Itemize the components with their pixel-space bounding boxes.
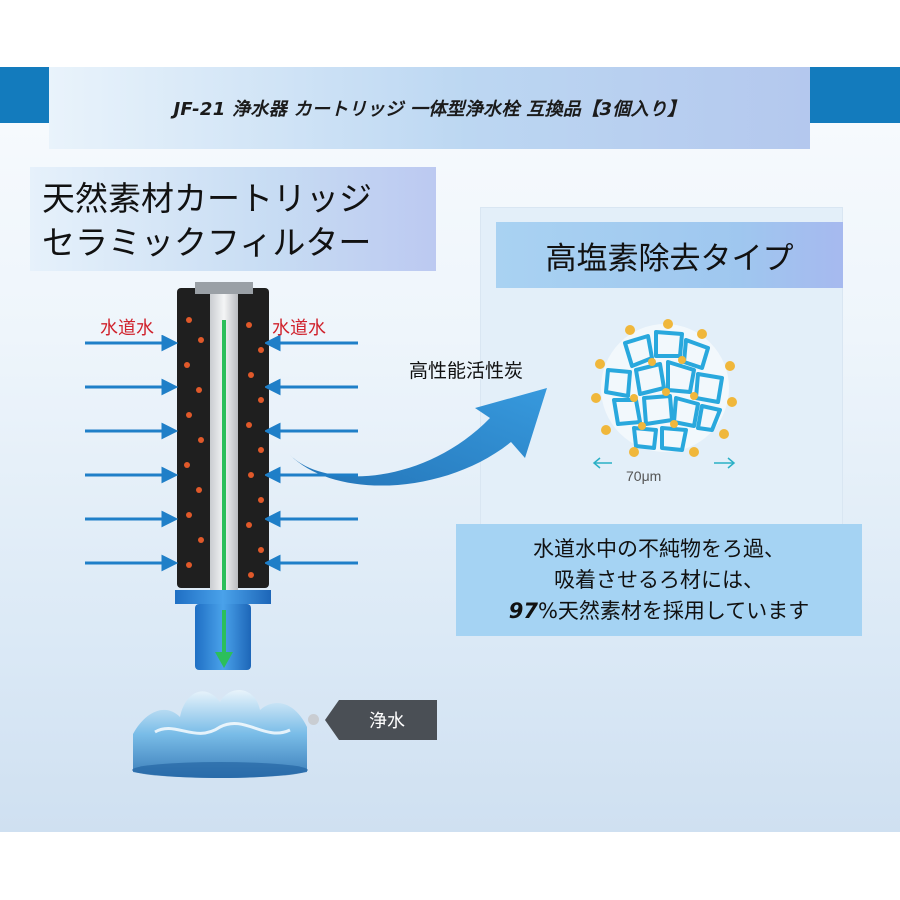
product-title: JF-21 浄水器 カートリッジ 一体型浄水栓 互換品【3個入り】 [173, 99, 686, 120]
filter-cartridge [175, 282, 271, 670]
type-badge-label: 高塩素除去タイプ [545, 240, 794, 277]
scale-arrow-icon [592, 457, 736, 469]
description-line-1: 水道水中の不純物をろ過、 [533, 536, 785, 561]
water-splash-icon [132, 690, 308, 778]
description-line-3: 97%天然素材を採用しています [509, 596, 810, 627]
description-percent: 97 [508, 598, 538, 623]
water-in-label-left: 水道水 [100, 318, 154, 339]
callout-dot [308, 714, 319, 725]
carbon-particle-icon [591, 319, 737, 457]
water-in-label-right: 水道水 [272, 318, 326, 339]
clean-water-label: 浄水 [369, 711, 405, 732]
description-line-2: 吸着させるろ材には、 [554, 567, 764, 592]
micron-scale-label: 70μm [626, 468, 662, 484]
description-box: 水道水中の不純物をろ過、 吸着させるろ材には、 97%天然素材を採用しています [456, 524, 862, 636]
type-badge: 高塩素除去タイプ [496, 222, 843, 288]
description-line-3-rest: %天然素材を採用しています [537, 598, 810, 623]
clean-water-tag: 浄水 [325, 700, 437, 740]
inflow-arrows-right [265, 335, 358, 572]
inflow-arrows-left [85, 335, 178, 572]
curved-arrow-icon [290, 388, 547, 486]
feature-callout: 天然素材カートリッジ セラミックフィルター [30, 167, 436, 271]
activated-carbon-label: 高性能活性炭 [409, 360, 524, 382]
title-banner: JF-21 浄水器 カートリッジ 一体型浄水栓 互換品【3個入り】 [49, 67, 810, 149]
feature-line-1: 天然素材カートリッジ [42, 179, 372, 218]
feature-line-2: セラミックフィルター [42, 223, 372, 262]
